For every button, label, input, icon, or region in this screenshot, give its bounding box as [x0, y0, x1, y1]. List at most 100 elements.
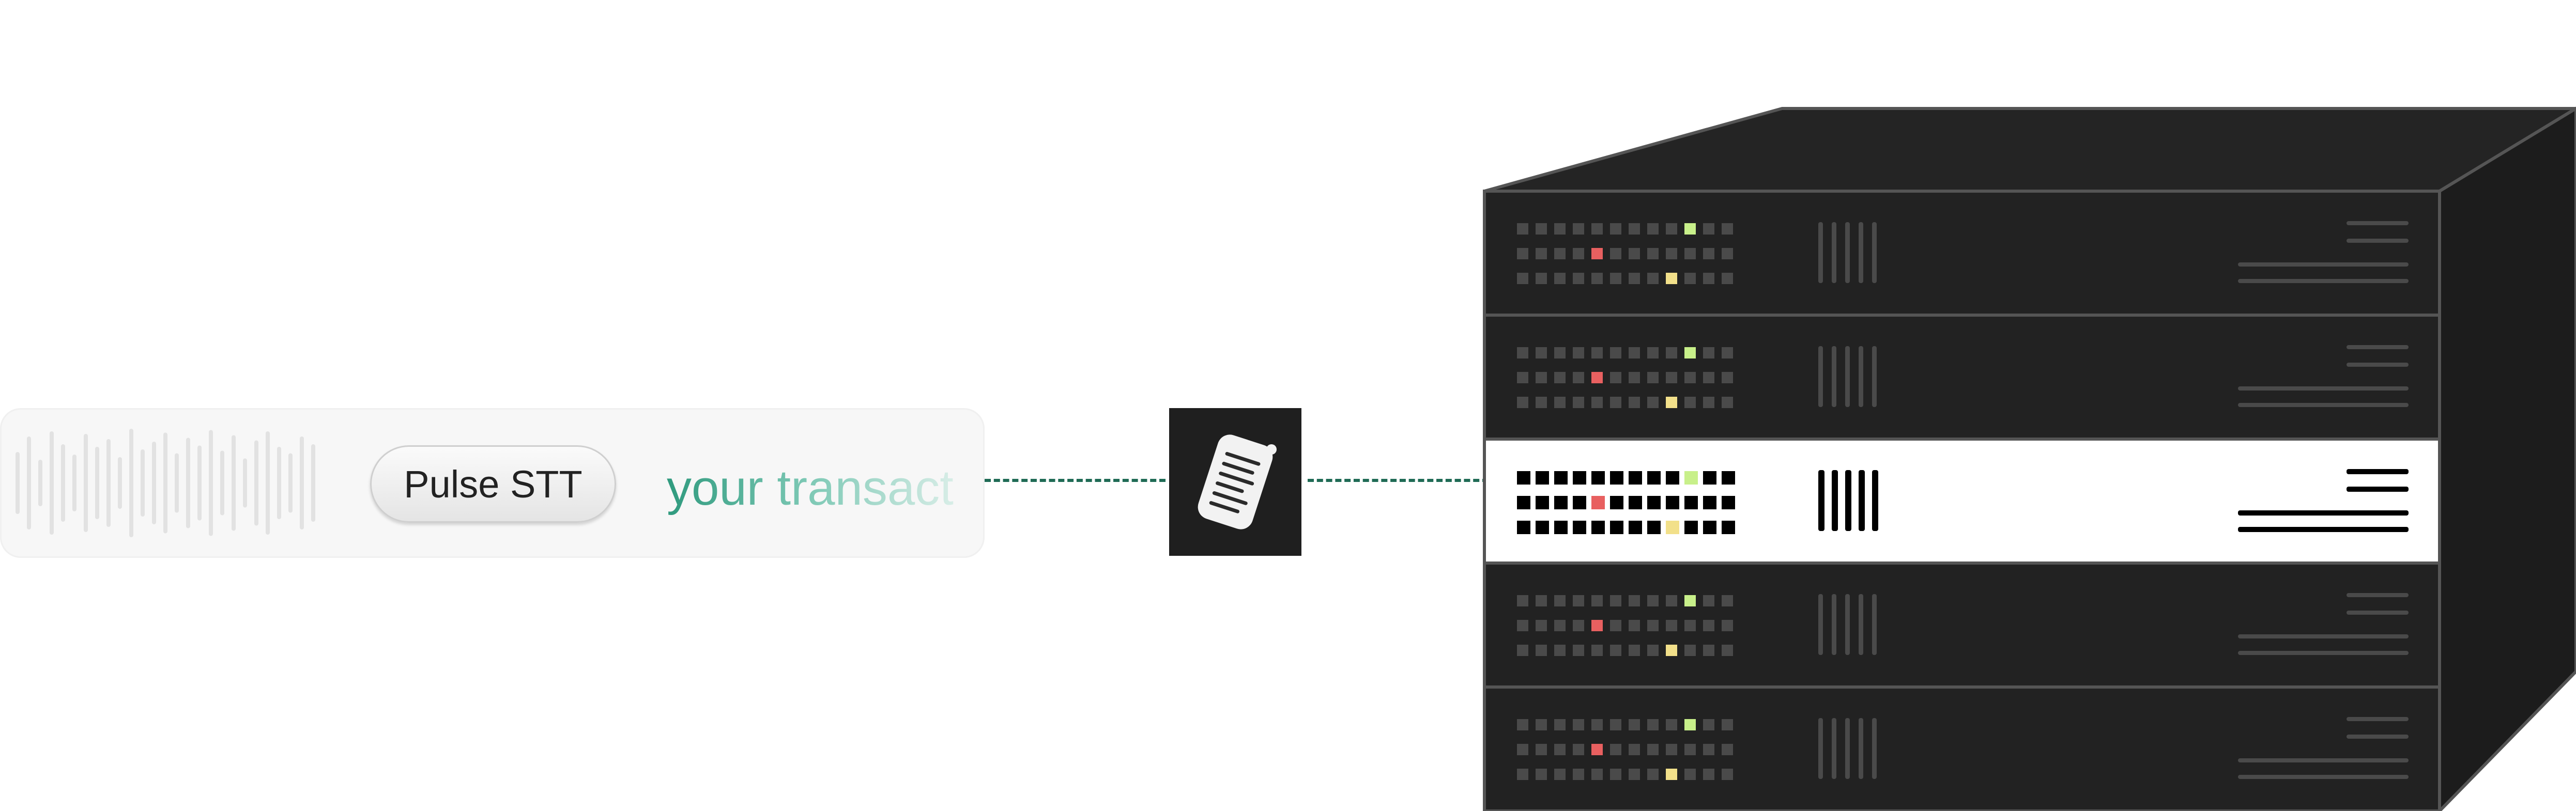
status-led — [1703, 744, 1714, 755]
vent-slot — [1818, 346, 1823, 407]
status-led — [1610, 372, 1621, 383]
status-led — [1703, 620, 1714, 631]
status-led — [1666, 719, 1677, 730]
status-led — [1610, 471, 1623, 485]
status-led — [1647, 223, 1659, 235]
vent-slot — [1845, 346, 1850, 407]
indicator-line — [2347, 593, 2409, 597]
status-led — [1573, 744, 1584, 755]
status-led — [1703, 595, 1714, 606]
status-led — [1722, 769, 1733, 780]
status-led — [1666, 744, 1677, 755]
status-led — [1684, 471, 1698, 485]
status-led — [1666, 273, 1677, 284]
vent-slot — [1859, 222, 1863, 283]
status-led — [1591, 248, 1603, 259]
status-led — [1610, 595, 1621, 606]
status-led — [1517, 372, 1528, 383]
status-led — [1591, 595, 1603, 606]
status-led — [1703, 273, 1714, 284]
vent-slot — [1872, 594, 1877, 655]
status-led — [1703, 719, 1714, 730]
status-led — [1684, 645, 1696, 656]
status-led — [1684, 248, 1696, 259]
status-led — [1517, 496, 1530, 509]
vent-slot — [1859, 594, 1863, 655]
status-led — [1722, 248, 1733, 259]
vent-slot — [1832, 346, 1836, 407]
status-led — [1703, 769, 1714, 780]
status-led — [1610, 248, 1621, 259]
status-led — [1722, 595, 1733, 606]
status-led — [1647, 744, 1659, 755]
indicator-line — [2238, 775, 2409, 779]
status-led — [1610, 645, 1621, 656]
vent-slot — [1832, 470, 1838, 531]
status-led — [1722, 620, 1733, 631]
status-led — [1722, 372, 1733, 383]
status-led — [1573, 620, 1584, 631]
status-led — [1554, 471, 1568, 485]
status-led — [1703, 645, 1714, 656]
status-led — [1517, 595, 1528, 606]
status-led — [1554, 372, 1566, 383]
status-led — [1684, 397, 1696, 408]
vent-slot — [1845, 222, 1850, 283]
status-led — [1536, 645, 1547, 656]
status-led — [1703, 347, 1714, 358]
status-led — [1629, 595, 1640, 606]
status-led — [1666, 595, 1677, 606]
status-led — [1703, 496, 1716, 509]
status-led — [1722, 645, 1733, 656]
indicator-line — [2347, 717, 2409, 721]
status-led — [1536, 471, 1549, 485]
status-led — [1536, 595, 1547, 606]
status-led — [1573, 595, 1584, 606]
status-led — [1684, 496, 1698, 509]
status-led — [1536, 496, 1549, 509]
rack-side-face — [2440, 108, 2576, 811]
status-led — [1536, 347, 1547, 358]
status-led — [1517, 719, 1528, 730]
status-led — [1647, 719, 1659, 730]
status-led — [1573, 645, 1584, 656]
status-led — [1517, 397, 1528, 408]
status-led — [1666, 769, 1677, 780]
vent-slot — [1832, 594, 1836, 655]
status-led — [1573, 347, 1584, 358]
vent-slot — [1872, 346, 1877, 407]
status-led — [1517, 347, 1528, 358]
status-led — [1684, 521, 1698, 534]
indicator-line — [2347, 611, 2409, 615]
status-led — [1591, 496, 1605, 509]
vent-slot — [1859, 718, 1863, 779]
vent-slot — [1818, 470, 1824, 531]
rack-unit — [1484, 315, 2440, 439]
status-led — [1666, 496, 1679, 509]
status-led — [1517, 273, 1528, 284]
status-led — [1517, 248, 1528, 259]
status-led — [1684, 620, 1696, 631]
status-led — [1722, 496, 1735, 509]
status-led — [1703, 521, 1716, 534]
vent-slot — [1845, 470, 1851, 531]
status-led — [1536, 521, 1549, 534]
status-led — [1629, 347, 1640, 358]
status-led — [1610, 273, 1621, 284]
status-led — [1629, 719, 1640, 730]
status-led — [1573, 397, 1584, 408]
status-led — [1573, 719, 1584, 730]
status-led — [1591, 397, 1603, 408]
status-led — [1647, 471, 1661, 485]
status-led — [1666, 620, 1677, 631]
rack-unit — [1484, 563, 2440, 687]
indicator-line — [2238, 386, 2409, 391]
status-led — [1647, 645, 1659, 656]
vent-slot — [1845, 718, 1850, 779]
vent-slot — [1872, 222, 1877, 283]
status-led — [1722, 521, 1735, 534]
status-led — [1610, 496, 1623, 509]
status-led — [1610, 347, 1621, 358]
status-led — [1647, 397, 1659, 408]
status-led — [1684, 769, 1696, 780]
